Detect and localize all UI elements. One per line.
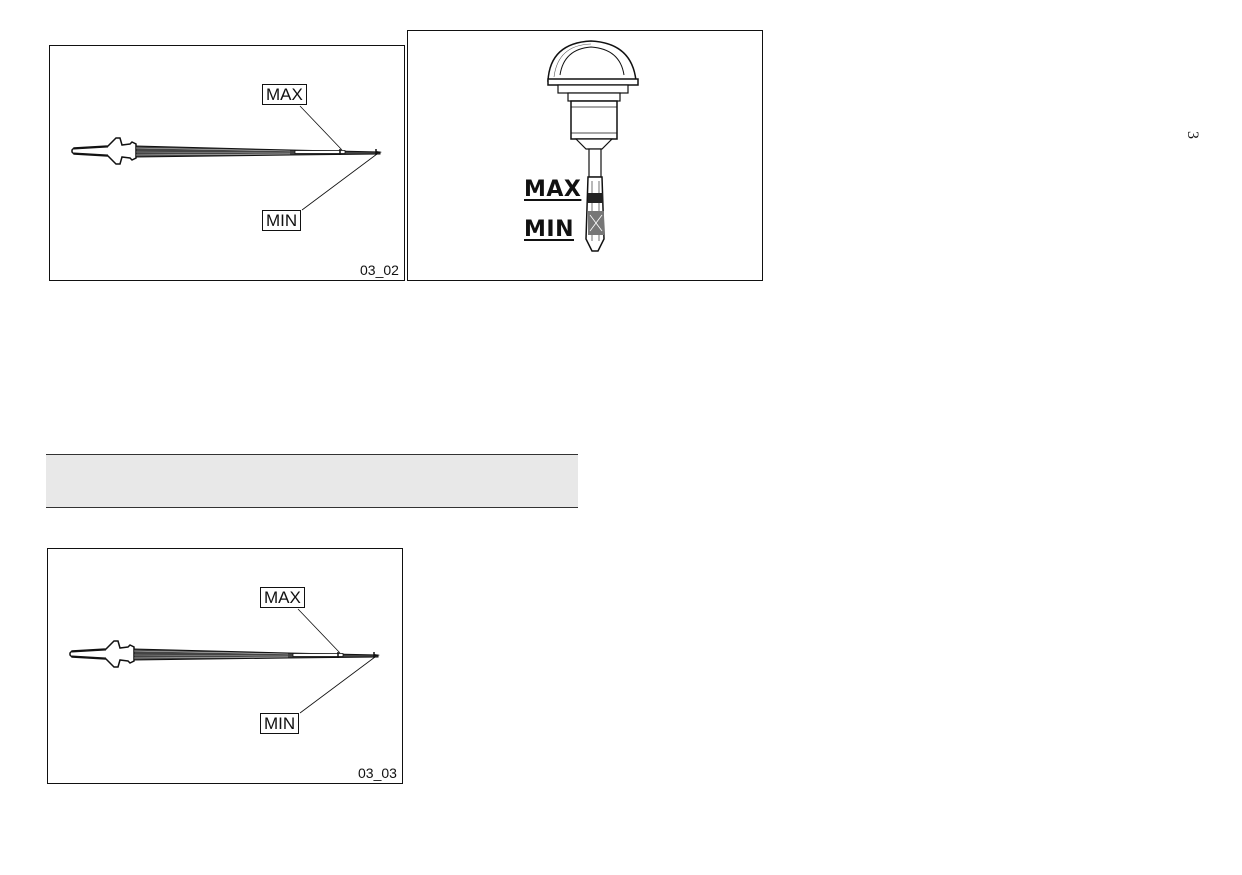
min-label: MIN <box>260 713 300 734</box>
max-label: MAX <box>260 587 305 608</box>
figure-filler-cap: MAX MIN <box>407 30 763 281</box>
max-label: MAX <box>262 84 307 105</box>
min-label: MIN <box>262 210 302 231</box>
max-label: MAX <box>524 177 582 202</box>
figure-dipstick-1: MAX MIN 03_02 <box>49 45 405 281</box>
figure-dipstick-2: MAX MIN 03_03 <box>47 548 403 784</box>
min-label: MIN <box>524 217 574 242</box>
filler-cap-drawing <box>547 40 639 252</box>
dipstick-drawing <box>69 608 380 714</box>
figure-code: 03_03 <box>358 765 397 781</box>
note-bar <box>46 454 578 508</box>
page-number: 3 <box>1184 131 1201 139</box>
dipstick-drawing <box>71 105 382 211</box>
figure-code: 03_02 <box>360 262 399 278</box>
